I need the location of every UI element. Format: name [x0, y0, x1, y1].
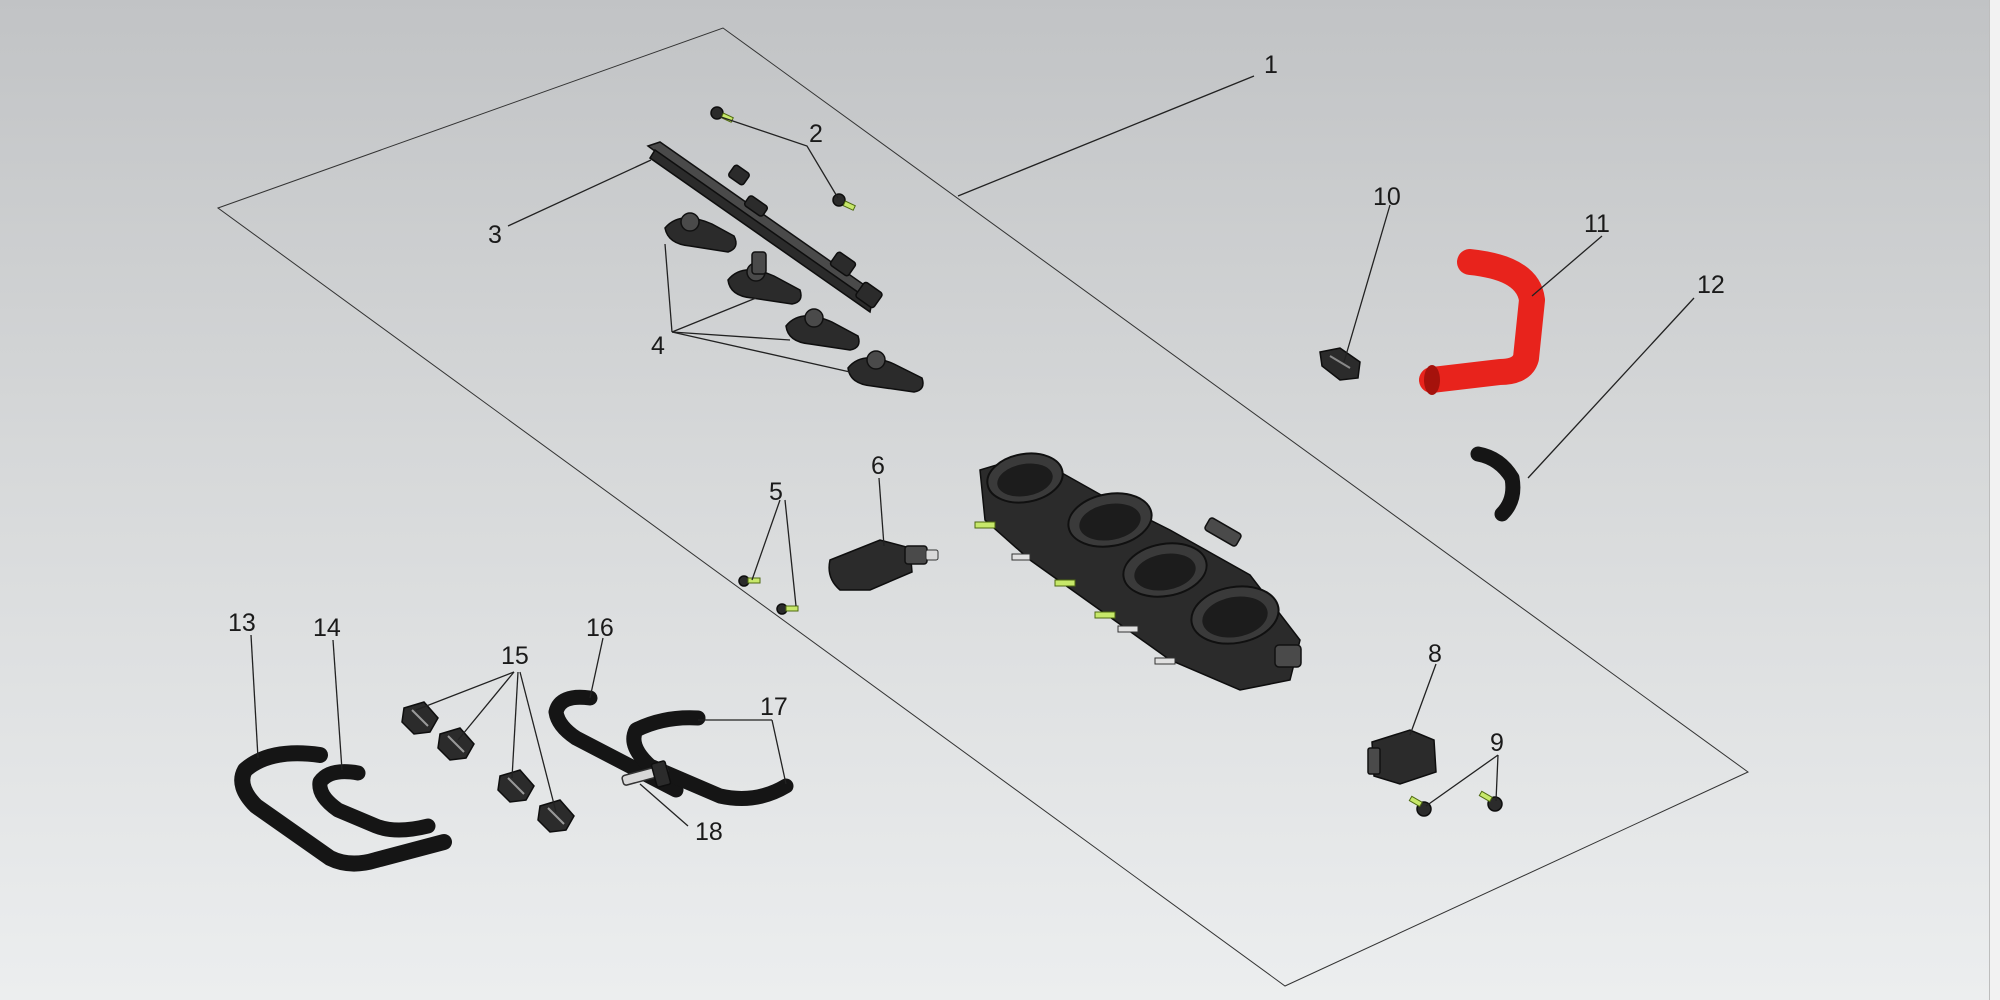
- throttle-bore-4: [1190, 585, 1280, 645]
- throttle-fitting-6: [1011, 553, 1031, 561]
- leader-6: [878, 477, 885, 547]
- leader-12: [1527, 297, 1695, 479]
- scroll-edge[interactable]: [1989, 0, 2000, 1000]
- sensor-part[interactable]: [1367, 729, 1437, 785]
- leader-13: [250, 634, 259, 759]
- callout-16: 16: [586, 614, 614, 642]
- callout-5: 5: [769, 478, 783, 506]
- throttle-fitting-1: [974, 521, 996, 529]
- callout-11: 11: [1584, 210, 1610, 238]
- fuel-injector-1[interactable]: [664, 212, 737, 253]
- throttle-bore-2: [1067, 492, 1153, 548]
- hose-13[interactable]: [234, 745, 452, 872]
- callout-10: 10: [1373, 183, 1401, 211]
- callout-15: 15: [501, 642, 529, 670]
- fuel-rail-part[interactable]: [646, 141, 883, 314]
- hose-clamp-15a[interactable]: [401, 701, 439, 735]
- leader-14: [332, 639, 343, 771]
- leader-9: [1425, 754, 1499, 807]
- hose-clamp-10[interactable]: [1319, 347, 1361, 381]
- hose-16[interactable]: [548, 689, 684, 798]
- callout-9: 9: [1490, 729, 1504, 757]
- callout-13: 13: [228, 609, 256, 637]
- sensor-screw-1[interactable]: [1408, 795, 1432, 817]
- callout-labels: 1 2 3 4 5 6 8 9 10 11 12 13 14 15 16 17 …: [228, 51, 1725, 846]
- black-hose-12[interactable]: [1470, 446, 1521, 522]
- fuel-injector-4[interactable]: [847, 350, 924, 393]
- callout-4: 4: [651, 332, 665, 360]
- throttle-fitting-3: [1094, 611, 1116, 619]
- callout-17: 17: [760, 693, 788, 721]
- callout-8: 8: [1428, 640, 1442, 668]
- hose-clamp-15b[interactable]: [437, 727, 475, 761]
- callout-6: 6: [871, 452, 885, 480]
- idle-valve-screw-2[interactable]: [776, 603, 799, 615]
- leader-16: [589, 637, 604, 699]
- leader-4: [664, 243, 851, 373]
- throttle-fitting-5: [1154, 657, 1176, 665]
- sensor-screw-2[interactable]: [1478, 790, 1503, 812]
- leader-5: [751, 499, 797, 607]
- idle-valve-screw-1[interactable]: [738, 575, 761, 587]
- hose-connector-18[interactable]: [621, 760, 672, 788]
- leader-1: [957, 75, 1255, 197]
- leader-2: [720, 116, 839, 199]
- callout-18: 18: [695, 818, 723, 846]
- leader-15: [415, 671, 557, 813]
- throttle-fitting-2: [1054, 579, 1076, 587]
- throttle-bore-1: [986, 452, 1064, 504]
- rail-bolt-lower[interactable]: [832, 193, 856, 211]
- leader-lines: [250, 75, 1695, 827]
- idle-air-control-valve[interactable]: [828, 539, 939, 591]
- hose-clamp-15c[interactable]: [497, 769, 535, 803]
- throttle-fitting-4: [1117, 625, 1139, 633]
- leader-18: [639, 783, 689, 827]
- leader-3: [507, 159, 652, 227]
- throttle-body[interactable]: [974, 448, 1302, 691]
- leader-10: [1343, 204, 1391, 363]
- callout-3: 3: [488, 221, 502, 249]
- callout-2: 2: [809, 120, 823, 148]
- leader-8: [1409, 663, 1437, 736]
- callout-1: 1: [1264, 51, 1278, 79]
- hose-17[interactable]: [626, 710, 794, 806]
- leader-11: [1531, 235, 1603, 297]
- leader-17: [698, 719, 787, 785]
- red-hose-part[interactable]: [1419, 249, 1545, 395]
- hose-clamp-15d[interactable]: [537, 799, 575, 833]
- fuel-injector-3[interactable]: [785, 308, 860, 351]
- callout-12: 12: [1697, 271, 1725, 299]
- fuel-injector-2[interactable]: [727, 251, 802, 305]
- hose-14[interactable]: [312, 764, 436, 838]
- assembly-frame-outline: [216, 27, 1749, 987]
- throttle-bore-3: [1122, 542, 1208, 598]
- callout-14: 14: [313, 614, 341, 642]
